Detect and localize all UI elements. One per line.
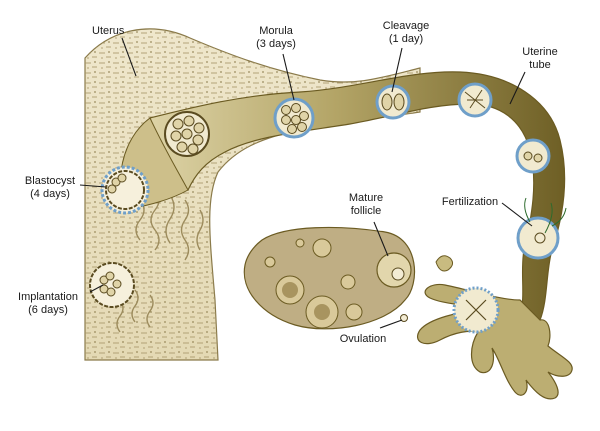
label-blastocyst-days: (4 days) [30, 188, 70, 200]
cleavage-icon [375, 84, 411, 120]
label-blastocyst: Blastocyst [25, 175, 75, 187]
implantation-icon [89, 262, 135, 308]
labels: Uterus Morula (3 days) Cleavage (1 day) … [18, 20, 558, 345]
fimbriae [417, 255, 573, 400]
label-morula-days: (3 days) [256, 38, 296, 50]
leader-lines [79, 37, 533, 329]
two-cell-icon [515, 138, 551, 174]
blastocyst-icon [100, 165, 150, 215]
label-mature-follicle: Mature [349, 192, 383, 204]
label-fertilization: Fertilization [442, 196, 498, 208]
ovary [243, 226, 416, 330]
morula-icon [273, 97, 315, 139]
dividing-zygote-icon [457, 82, 493, 118]
label-uterus: Uterus [92, 25, 125, 37]
embryo-stages [89, 82, 567, 334]
label-cleavage: Cleavage [383, 20, 429, 32]
oocyte-icon [452, 286, 500, 334]
label-implantation: Implantation [18, 291, 78, 303]
label-uterine-tube-2: tube [529, 59, 550, 71]
label-uterine-tube: Uterine [522, 46, 557, 58]
early-blastocyst-icon [164, 111, 210, 157]
label-morula: Morula [259, 25, 294, 37]
zygote-fertilization-icon [516, 197, 567, 260]
label-cleavage-days: (1 day) [389, 33, 423, 45]
label-mature-follicle-2: follicle [351, 205, 382, 217]
label-implantation-days: (6 days) [28, 304, 68, 316]
label-ovulation: Ovulation [340, 333, 386, 345]
